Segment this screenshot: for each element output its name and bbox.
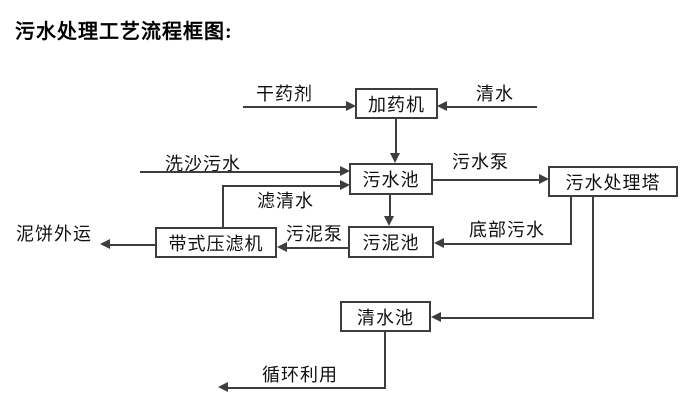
arrowhead-recycle-icon <box>218 382 228 392</box>
edge-filtered-water-riser-line <box>222 186 224 227</box>
arrowhead-sand-washing-icon <box>340 166 350 176</box>
edge-dosing-to-sewage-line <box>395 119 397 156</box>
arrowhead-clean-water-icon <box>437 101 447 111</box>
node-sewage-pool: 污水池 <box>349 163 433 195</box>
arrowhead-dry-agent-icon <box>346 101 356 111</box>
node-dosing-machine: 加药机 <box>355 88 438 119</box>
arrowhead-sewage-pump-icon <box>539 174 549 184</box>
arrowhead-dosing-to-sewage-icon <box>390 153 400 163</box>
label-sand-washing-sewage: 洗沙污水 <box>165 154 241 174</box>
label-bottom-sewage: 底部污水 <box>469 220 545 240</box>
arrowhead-sludge-pump-icon <box>277 242 287 252</box>
edge-filtered-water-line <box>222 185 341 187</box>
edge-dry-agent-line <box>243 106 347 108</box>
diagram-title: 污水处理工艺流程框图: <box>15 21 233 43</box>
edge-tower-to-clean-line <box>440 317 594 319</box>
edge-tower-to-clean-drop-line <box>592 197 594 318</box>
arrowhead-sewage-to-sludge-icon <box>384 216 394 226</box>
label-filtered-water: 滤清水 <box>257 191 314 211</box>
node-sludge-pool: 污泥池 <box>348 226 434 258</box>
node-belt-filter-press: 带式压滤机 <box>155 227 277 258</box>
label-mud-cake-out: 泥饼外运 <box>16 224 92 244</box>
edge-bottom-sewage-drop-line <box>570 197 572 244</box>
edge-clean-water-line <box>446 106 537 108</box>
edge-sewage-to-sludge-line <box>389 195 391 218</box>
label-clean-water: 清水 <box>476 84 514 104</box>
node-clean-water-pool: 清水池 <box>340 301 431 332</box>
label-recycle-use: 循环利用 <box>262 365 338 385</box>
node-treatment-tower: 污水处理塔 <box>548 166 678 197</box>
edge-sand-washing-line <box>140 171 341 173</box>
arrowhead-filtered-water-icon <box>340 180 350 190</box>
arrowhead-tower-to-clean-icon <box>431 312 441 322</box>
edge-mud-cake-line <box>109 244 155 246</box>
edge-bottom-sewage-line <box>443 243 572 245</box>
edge-recycle-line <box>227 387 386 389</box>
label-sludge-pump: 污泥泵 <box>286 224 343 244</box>
arrowhead-mud-cake-icon <box>100 239 110 249</box>
edge-recycle-drop-line <box>384 332 386 388</box>
arrowhead-bottom-sewage-icon <box>434 238 444 248</box>
edge-sludge-pump-line <box>286 247 348 249</box>
edge-sewage-pump-line <box>433 179 540 181</box>
label-sewage-pump: 污水泵 <box>452 152 509 172</box>
label-dry-agent: 干药剂 <box>256 84 313 104</box>
